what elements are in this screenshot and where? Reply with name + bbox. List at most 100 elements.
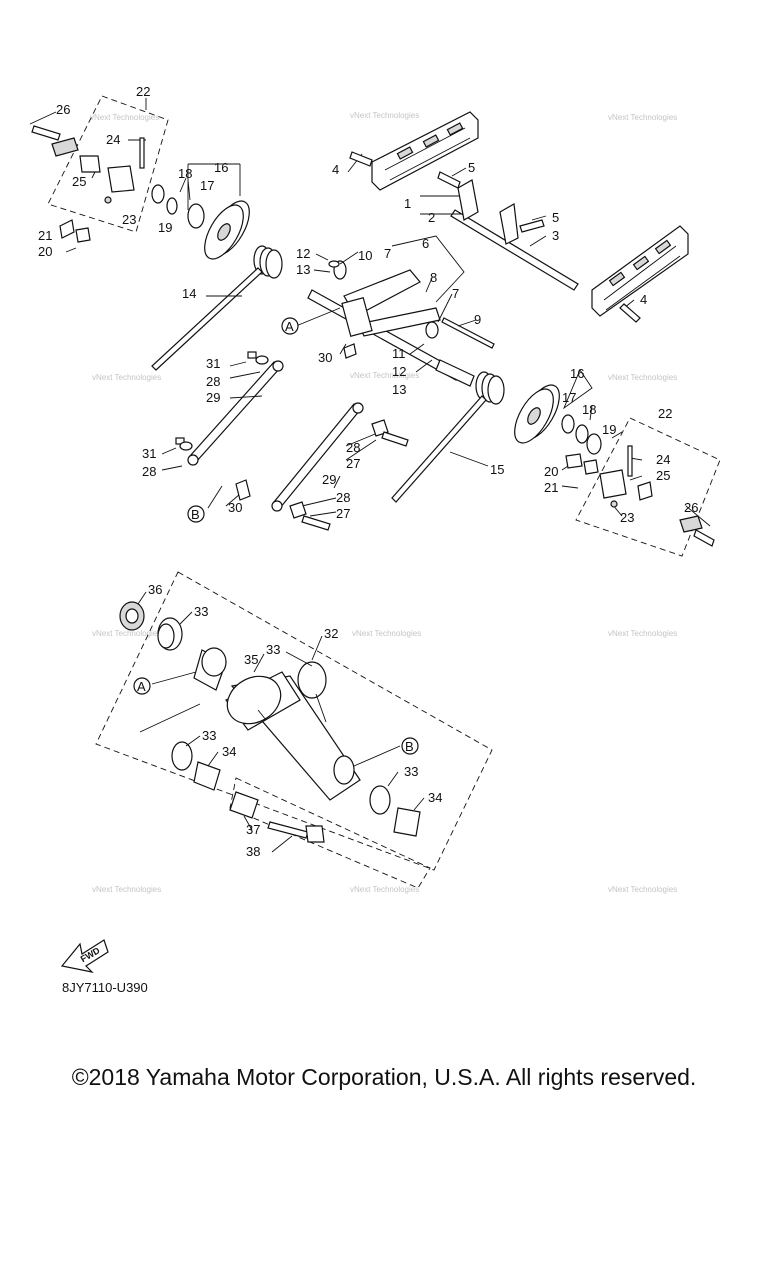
callout-29: 29 [206, 390, 220, 405]
callout-29: 29 [322, 472, 336, 487]
copyright-notice: ©2018 Yamaha Motor Corporation, U.S.A. A… [71, 1064, 697, 1090]
callout-9: 9 [474, 312, 481, 327]
hardware-upper [31, 125, 715, 547]
callout-21: 21 [544, 480, 558, 495]
callout-20: 20 [38, 244, 52, 259]
watermark: vNext Technologies [608, 885, 677, 894]
callout-5: 5 [552, 210, 559, 225]
reference-marker-a [133, 677, 151, 695]
callout-34: 34 [222, 744, 236, 759]
callout-28: 28 [206, 374, 220, 389]
link-arm-left [187, 360, 284, 466]
leader-lines-shock [137, 591, 425, 853]
callout-24: 24 [656, 452, 670, 467]
callout-14: 14 [182, 286, 196, 301]
callout-37: 37 [246, 822, 260, 837]
callout-31: 31 [206, 356, 220, 371]
callout-31: 31 [142, 446, 156, 461]
callout-16: 16 [214, 160, 228, 175]
watermark: vNext Technologies [92, 629, 161, 638]
watermark: vNext Technologies [352, 629, 421, 638]
torsion-spring-right [391, 371, 505, 503]
reference-marker-b-label: B [405, 739, 414, 754]
kit-boundary-22-right [575, 417, 721, 557]
callout-25: 25 [656, 468, 670, 483]
callout-17: 17 [200, 178, 214, 193]
callout-36: 36 [148, 582, 162, 597]
watermark: vNext Technologies [350, 111, 419, 120]
diagram-part-code: 8JY7110-U390 [62, 980, 148, 995]
reference-marker-b [187, 505, 205, 523]
idler-wheel-right [514, 384, 560, 444]
link-arm-right [271, 402, 364, 512]
callout-16: 16 [570, 366, 584, 381]
callout-21: 21 [38, 228, 52, 243]
callout-23: 23 [122, 212, 136, 227]
callout-3: 3 [552, 228, 559, 243]
callout-19: 19 [158, 220, 172, 235]
callout-15: 15 [490, 462, 504, 477]
callout-35: 35 [244, 652, 258, 667]
shock-absorber-assembly [119, 601, 421, 843]
callout-1: 1 [404, 196, 411, 211]
reference-marker-b [401, 737, 419, 755]
callout-28: 28 [346, 440, 360, 455]
watermark: vNext Technologies [350, 885, 419, 894]
callout-7: 7 [384, 246, 391, 261]
reference-marker-a [281, 317, 299, 335]
pivot-arm-assembly [307, 260, 495, 387]
callout-33: 33 [202, 728, 216, 743]
rear-pivot-shaft [450, 179, 579, 291]
callout-25: 25 [72, 174, 86, 189]
reference-marker-a-label: A [137, 679, 146, 694]
callout-26: 26 [684, 500, 698, 515]
watermarks: vNext Technologies vNext Technologies vN… [90, 111, 677, 894]
watermark: vNext Technologies [608, 629, 677, 638]
callout-6: 6 [422, 236, 429, 251]
callout-33: 33 [266, 642, 280, 657]
callout-8: 8 [430, 270, 437, 285]
callout-33: 33 [194, 604, 208, 619]
watermark: vNext Technologies [92, 373, 161, 382]
reference-marker-b-label: B [191, 507, 200, 522]
callout-labels: 22 26 24 25 23 21 20 19 18 17 16 4 5 1 2… [38, 84, 698, 859]
idler-wheel-left [204, 200, 250, 260]
callout-2: 2 [428, 210, 435, 225]
reference-marker-a-label: A [285, 319, 294, 334]
callout-30: 30 [228, 500, 242, 515]
callout-34: 34 [428, 790, 442, 805]
callout-24: 24 [106, 132, 120, 147]
watermark: vNext Technologies [608, 373, 677, 382]
watermark: vNext Technologies [350, 371, 419, 380]
callout-17: 17 [562, 390, 576, 405]
callout-27: 27 [346, 456, 360, 471]
callout-4: 4 [332, 162, 339, 177]
watermark: vNext Technologies [608, 113, 677, 122]
callout-32: 32 [324, 626, 338, 641]
callout-30: 30 [318, 350, 332, 365]
watermark: vNext Technologies [90, 113, 159, 122]
callout-27: 27 [336, 506, 350, 521]
callout-20: 20 [544, 464, 558, 479]
callout-38: 38 [246, 844, 260, 859]
forward-arrow-icon: FWD [60, 939, 109, 973]
callout-5: 5 [468, 160, 475, 175]
kit-boundary-32 [95, 571, 493, 871]
callout-28: 28 [142, 464, 156, 479]
callout-28: 28 [336, 490, 350, 505]
watermark: vNext Technologies [92, 885, 161, 894]
reference-markers: A B A B [133, 317, 419, 755]
callout-12: 12 [296, 246, 310, 261]
callout-7: 7 [452, 286, 459, 301]
callout-4: 4 [640, 292, 647, 307]
callout-22: 22 [658, 406, 672, 421]
callout-18: 18 [178, 166, 192, 181]
slide-rail-upper [371, 111, 479, 191]
kit-boundary-37-38 [229, 777, 431, 889]
callout-26: 26 [56, 102, 70, 117]
callout-11: 11 [392, 346, 406, 361]
callout-13: 13 [392, 382, 406, 397]
callout-22: 22 [136, 84, 150, 99]
callout-23: 23 [620, 510, 634, 525]
